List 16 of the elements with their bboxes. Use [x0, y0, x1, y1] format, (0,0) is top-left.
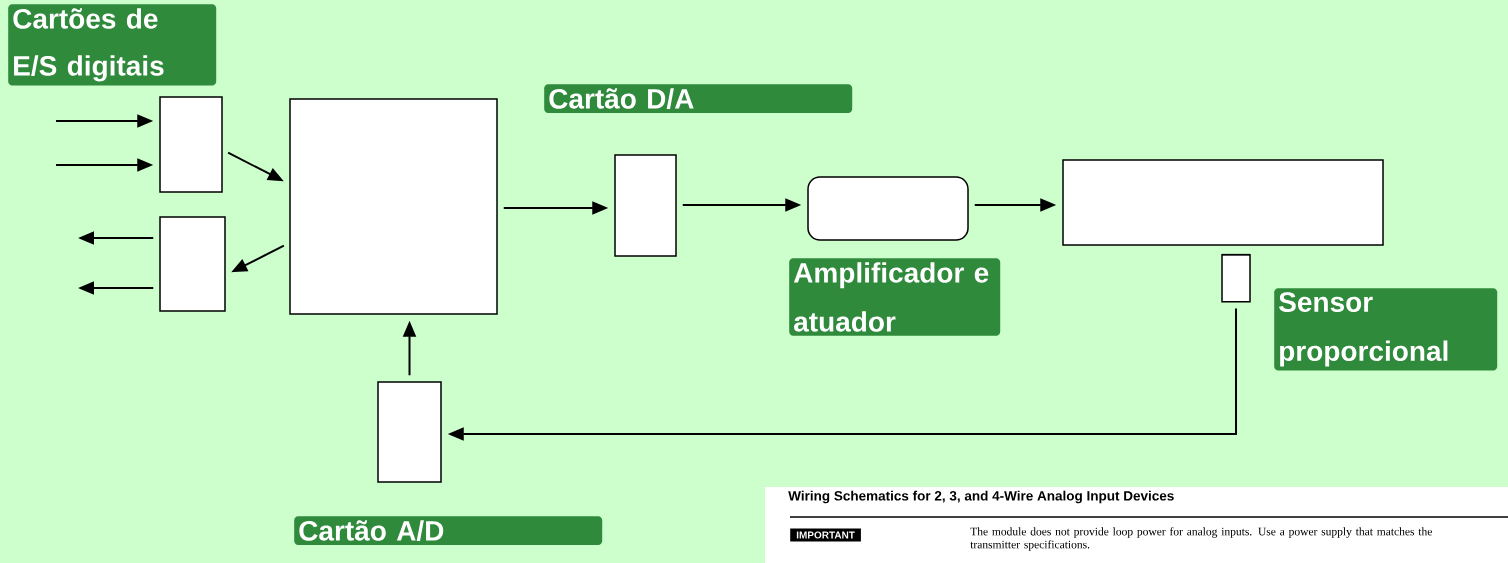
sensor-cylinder [1221, 253, 1251, 303]
block-box [289, 98, 498, 315]
notice-text: The module does not provide loop power for analog inputs. Use a power supply that matches the transmitter specifications. [970, 527, 1432, 551]
document-heading: Wiring Schematics for 2, 3, and 4-Wire Analog Input Devices [788, 490, 1174, 504]
block-box [159, 216, 226, 312]
block-box [614, 154, 677, 257]
block-box [159, 96, 223, 193]
block-caption: Sensor proporcional [1274, 288, 1498, 371]
notice-badge: IMPORTANT [790, 528, 861, 542]
block-box [807, 176, 969, 241]
block-caption: Cartão D/A [544, 84, 853, 114]
block-caption: Cartão A/D [294, 516, 603, 546]
block-box [1062, 159, 1384, 246]
group-caption: Cartões de E/S digitais [8, 4, 217, 86]
block-box [377, 381, 442, 483]
block-caption: Amplificador e atuador [789, 258, 1001, 336]
